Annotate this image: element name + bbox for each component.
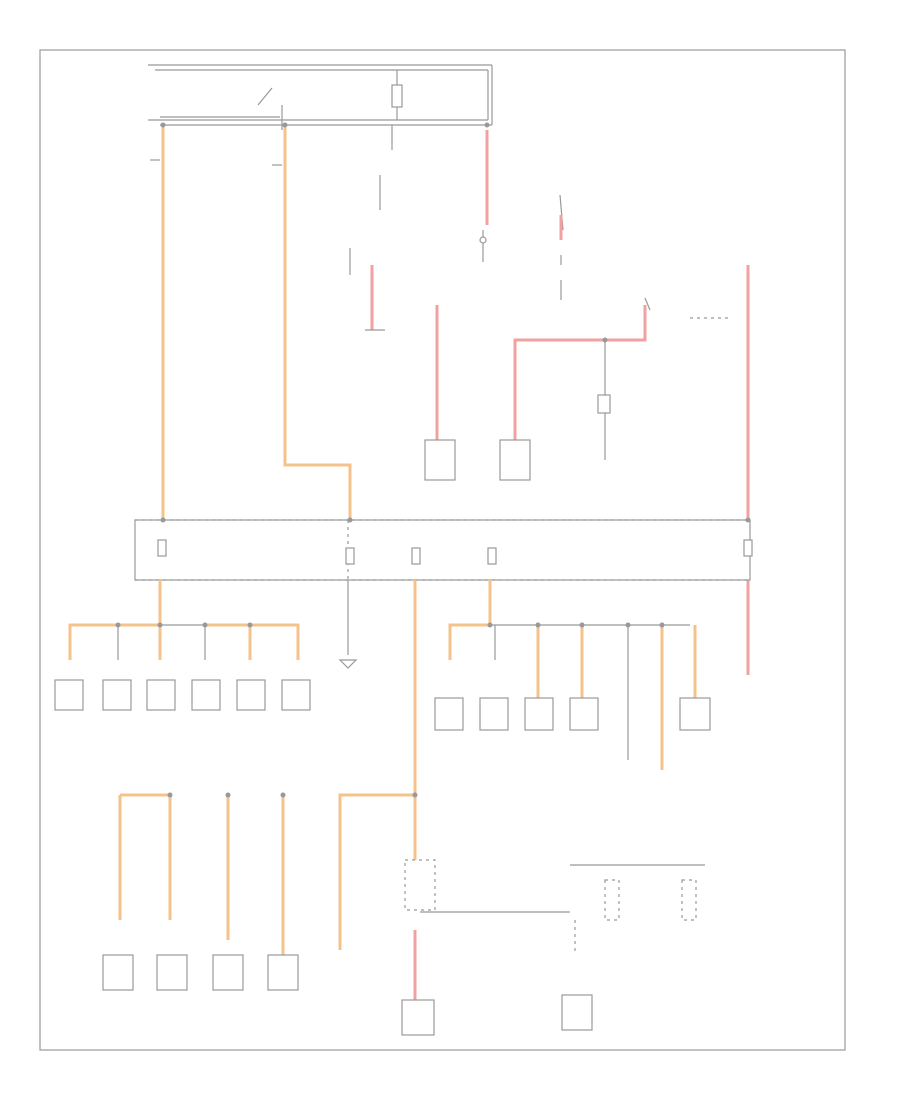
injector-2 bbox=[102, 679, 132, 711]
fuse-5 bbox=[743, 539, 753, 557]
sensor-2 bbox=[156, 954, 188, 991]
injector-4 bbox=[191, 679, 221, 711]
injector-6 bbox=[281, 679, 311, 711]
fuse-1 bbox=[157, 539, 167, 557]
ground-symbol bbox=[338, 659, 358, 669]
orange-feed-ignition bbox=[283, 125, 352, 520]
upper-branches bbox=[349, 125, 564, 331]
coil-2 bbox=[479, 697, 509, 731]
splice-nodes bbox=[115, 122, 751, 798]
fuse-2 bbox=[345, 547, 355, 565]
sensor-4 bbox=[267, 954, 299, 991]
injector-5 bbox=[236, 679, 266, 711]
diagram-border bbox=[39, 49, 846, 1051]
orange-feed-lower-branch bbox=[338, 793, 415, 950]
fuse-3 bbox=[411, 547, 421, 565]
component-lower-right bbox=[561, 994, 593, 1031]
sensor-1 bbox=[102, 954, 134, 991]
sensor-feed-a bbox=[120, 793, 172, 920]
component-center-b bbox=[499, 439, 531, 481]
injector-1 bbox=[54, 679, 84, 711]
coil-3 bbox=[524, 697, 554, 731]
coil-4 bbox=[569, 697, 599, 731]
injector-3 bbox=[146, 679, 176, 711]
component-center-a bbox=[424, 439, 456, 481]
coil-feed bbox=[448, 580, 492, 660]
top-power-bus bbox=[148, 64, 493, 130]
injectors-row bbox=[54, 679, 311, 711]
fuse-lower-a bbox=[604, 879, 620, 921]
fuse-right-upper bbox=[597, 394, 611, 414]
lower-components bbox=[102, 954, 299, 991]
red-feed-right bbox=[513, 305, 647, 440]
fuse-lower-b bbox=[681, 879, 697, 921]
fuse-4 bbox=[487, 547, 497, 565]
fusible-link bbox=[391, 84, 403, 108]
coil-1 bbox=[434, 697, 464, 731]
lower-relay bbox=[404, 859, 705, 955]
sensor-3 bbox=[212, 954, 244, 991]
coils-row bbox=[434, 697, 711, 731]
module-right bbox=[679, 697, 711, 731]
component-lower-center bbox=[401, 999, 435, 1036]
fuse-block bbox=[134, 519, 753, 581]
injector-feed-left bbox=[68, 580, 162, 660]
ignition-switch-contact bbox=[257, 87, 273, 106]
